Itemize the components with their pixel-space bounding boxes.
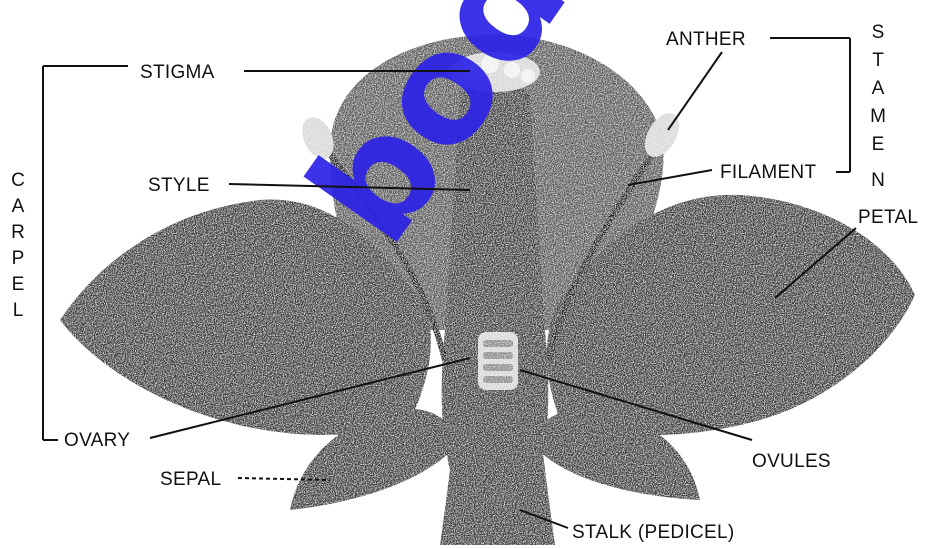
label-filament: FILAMENT [720, 162, 816, 183]
svg-text:P: P [12, 248, 25, 269]
label-ovary: OVARY [64, 430, 130, 451]
ovules-cluster [478, 332, 518, 390]
svg-text:R: R [11, 222, 25, 243]
svg-text:S: S [872, 22, 885, 43]
label-stalk-pedicel: STALK (PEDICEL) [572, 522, 735, 543]
svg-text:N: N [871, 170, 885, 191]
svg-text:A: A [12, 196, 25, 217]
label-stamen-vertical: S T A M E N [870, 22, 886, 191]
svg-text:A: A [872, 78, 885, 99]
svg-text:M: M [870, 106, 886, 127]
svg-text:L: L [13, 300, 24, 321]
pedicel [440, 430, 555, 545]
label-stigma: STIGMA [140, 62, 215, 83]
label-ovules: OVULES [752, 451, 831, 472]
label-carpel-vertical: C A R P E L [11, 170, 25, 321]
svg-text:E: E [12, 274, 25, 295]
label-sepal: SEPAL [160, 469, 221, 490]
label-style: STYLE [148, 175, 210, 196]
svg-text:C: C [11, 170, 25, 191]
label-petal: PETAL [858, 207, 918, 228]
label-anther: ANTHER [666, 29, 746, 50]
svg-text:T: T [872, 50, 884, 71]
svg-text:E: E [872, 134, 885, 155]
